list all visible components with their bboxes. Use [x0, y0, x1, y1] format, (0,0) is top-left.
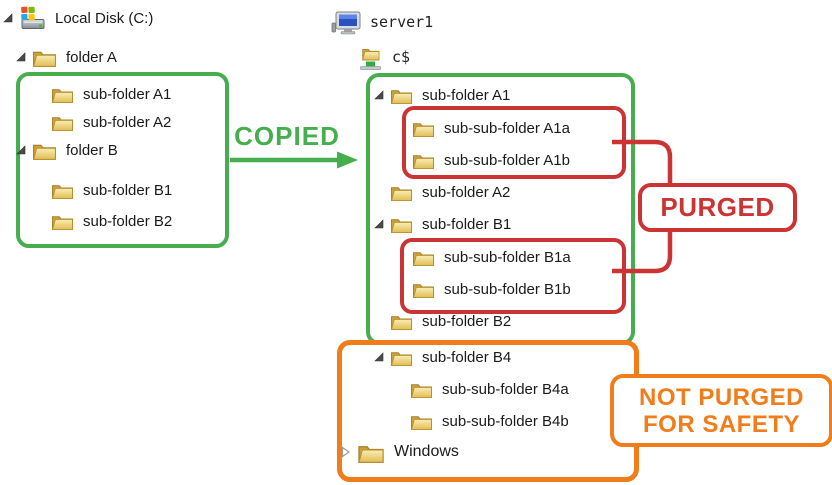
item-label: sub-folder A2	[83, 113, 172, 131]
purged-items-box-b	[400, 238, 626, 314]
tree-item-sub-folder-a2[interactable]: sub-folder A2	[390, 179, 510, 205]
purged-stamp-label: PURGED	[660, 192, 775, 222]
folder-icon	[410, 412, 433, 431]
tree-item-sub-sub-folder-a1a[interactable]: sub-sub-folder A1a	[412, 115, 570, 141]
folder-icon	[51, 212, 74, 231]
item-label: folder A	[66, 48, 117, 66]
tree-item-sub-folder-b1-src[interactable]: sub-folder B1	[51, 177, 172, 203]
item-label: sub-folder B4	[422, 348, 512, 366]
item-label: sub-folder B2	[422, 312, 512, 330]
tree-item-folder-a[interactable]: folder A	[16, 44, 117, 70]
item-label: c$	[392, 48, 411, 66]
folder-icon	[412, 280, 435, 299]
copied-source-group-box	[16, 72, 229, 248]
expand-toggle-icon[interactable]	[374, 219, 390, 229]
item-label: sub-folder A1	[422, 86, 511, 104]
purged-stamp: PURGED	[638, 183, 797, 232]
tree-item-sub-folder-b2[interactable]: sub-folder B2	[390, 308, 511, 334]
tree-item-sub-sub-folder-b4a[interactable]: sub-sub-folder B4a	[410, 376, 569, 402]
not-purged-stamp: NOT PURGED FOR SAFETY	[610, 374, 832, 447]
item-label: Windows	[394, 443, 459, 460]
item-label: sub-sub-folder B4b	[442, 412, 569, 430]
folder-icon	[357, 441, 385, 464]
tree-item-sub-folder-b2-src[interactable]: sub-folder B2	[51, 208, 172, 234]
folder-icon	[51, 181, 74, 200]
tree-item-sub-sub-folder-b1b[interactable]: sub-sub-folder B1b	[412, 276, 571, 302]
folder-icon	[32, 47, 57, 68]
folder-icon	[390, 183, 413, 202]
tree-item-server1[interactable]: server1	[331, 9, 433, 35]
folder-icon	[51, 85, 74, 104]
tree-item-c-share[interactable]: c$	[358, 44, 410, 70]
tree-item-folder-b[interactable]: folder B	[16, 137, 118, 163]
folder-icon	[390, 348, 413, 367]
folder-icon	[390, 312, 413, 331]
item-label: sub-folder B1	[422, 215, 512, 233]
expand-toggle-icon[interactable]	[374, 90, 390, 100]
folder-icon	[412, 151, 435, 170]
item-label: sub-sub-folder B1a	[444, 248, 571, 266]
tree-item-sub-folder-a1-src[interactable]: sub-folder A1	[51, 81, 171, 107]
folder-icon	[390, 86, 413, 105]
copied-label: COPIED	[234, 121, 340, 151]
tree-item-windows[interactable]: Windows	[341, 438, 459, 466]
tree-item-sub-sub-folder-b1a[interactable]: sub-sub-folder B1a	[412, 244, 571, 270]
item-label: sub-sub-folder B1b	[444, 280, 571, 298]
item-label: sub-folder B2	[83, 212, 173, 230]
copied-arrow-icon	[230, 151, 358, 169]
expand-toggle-icon[interactable]	[16, 145, 32, 155]
folder-icon	[51, 113, 74, 132]
folder-icon	[410, 380, 433, 399]
not-purged-stamp-line2: FOR SAFETY	[642, 410, 800, 438]
folder-icon	[412, 248, 435, 267]
item-label: sub-folder A2	[422, 183, 511, 201]
folder-icon	[390, 215, 413, 234]
shared-folder-icon	[358, 44, 383, 71]
item-label: sub-sub-folder A1a	[444, 119, 570, 137]
item-label: sub-folder B1	[83, 181, 173, 199]
item-label: sub-folder A1	[83, 85, 172, 103]
tree-item-sub-folder-a2-src[interactable]: sub-folder A2	[51, 109, 171, 135]
expand-toggle-icon[interactable]	[3, 13, 19, 23]
item-label: Local Disk (C:)	[55, 9, 154, 27]
expand-toggle-icon[interactable]	[374, 352, 390, 362]
expand-toggle-icon[interactable]	[16, 52, 32, 62]
tree-item-local-disk-c[interactable]: Local Disk (C:)	[3, 5, 153, 31]
not-purged-stamp-line1: NOT PURGED	[638, 383, 804, 411]
item-label: sub-sub-folder A1b	[444, 151, 570, 169]
tree-item-sub-sub-folder-a1b[interactable]: sub-sub-folder A1b	[412, 147, 570, 173]
computer-icon	[331, 10, 361, 35]
tree-item-sub-folder-b4[interactable]: sub-folder B4	[374, 344, 511, 370]
item-label: sub-sub-folder B4a	[442, 380, 569, 398]
item-label: server1	[370, 13, 434, 31]
local-disk-windows-icon	[19, 5, 46, 31]
collapse-toggle-icon[interactable]	[341, 446, 357, 458]
folder-icon	[412, 119, 435, 138]
folder-icon	[32, 140, 57, 161]
tree-item-sub-folder-b1[interactable]: sub-folder B1	[374, 211, 511, 237]
tree-item-sub-sub-folder-b4b[interactable]: sub-sub-folder B4b	[410, 408, 569, 434]
tree-item-sub-folder-a1[interactable]: sub-folder A1	[374, 82, 510, 108]
item-label: folder B	[66, 141, 118, 159]
